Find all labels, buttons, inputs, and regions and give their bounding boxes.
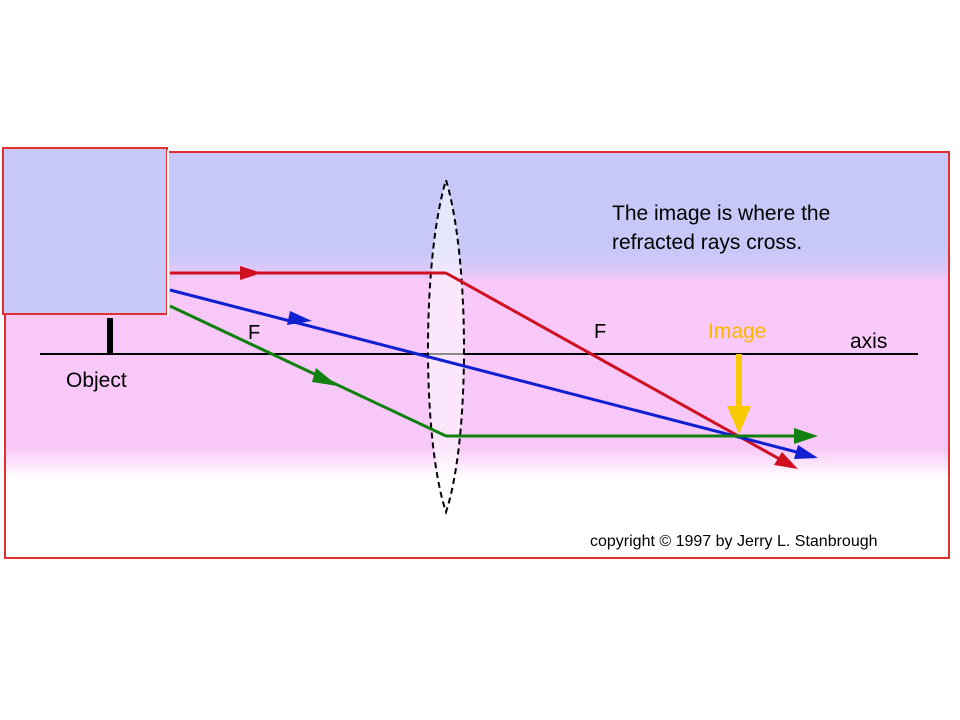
diagram-frame <box>4 151 950 559</box>
ray-center-arrow-1 <box>287 311 312 325</box>
ray-parallel-arrow-2 <box>774 452 798 469</box>
ray-center-arrow-2 <box>794 445 818 459</box>
ray-center <box>169 288 818 459</box>
caption-line-1: The image is where the <box>612 202 830 225</box>
copyright-text: copyright © 1997 by Jerry L. Stanbrough <box>590 533 878 550</box>
focal-point-right-label: F <box>594 321 606 343</box>
focal-point-left-label: F <box>248 322 260 344</box>
object-inset <box>2 147 168 315</box>
image-label: Image <box>708 320 766 343</box>
ray-focal-arrow-2 <box>794 428 818 444</box>
ray-parallel-arrow-1 <box>240 266 262 280</box>
convex-lens <box>427 176 465 516</box>
ray-parallel <box>170 266 798 469</box>
object-label: Object <box>66 369 127 392</box>
white-band <box>5 478 949 558</box>
ray-focal-arrow-1 <box>312 368 338 386</box>
image-arrow <box>727 354 751 434</box>
object-bar <box>107 318 113 354</box>
axis-label: axis <box>850 330 887 353</box>
ray-focal <box>169 304 818 444</box>
caption-line-2: refracted rays cross. <box>612 231 802 254</box>
